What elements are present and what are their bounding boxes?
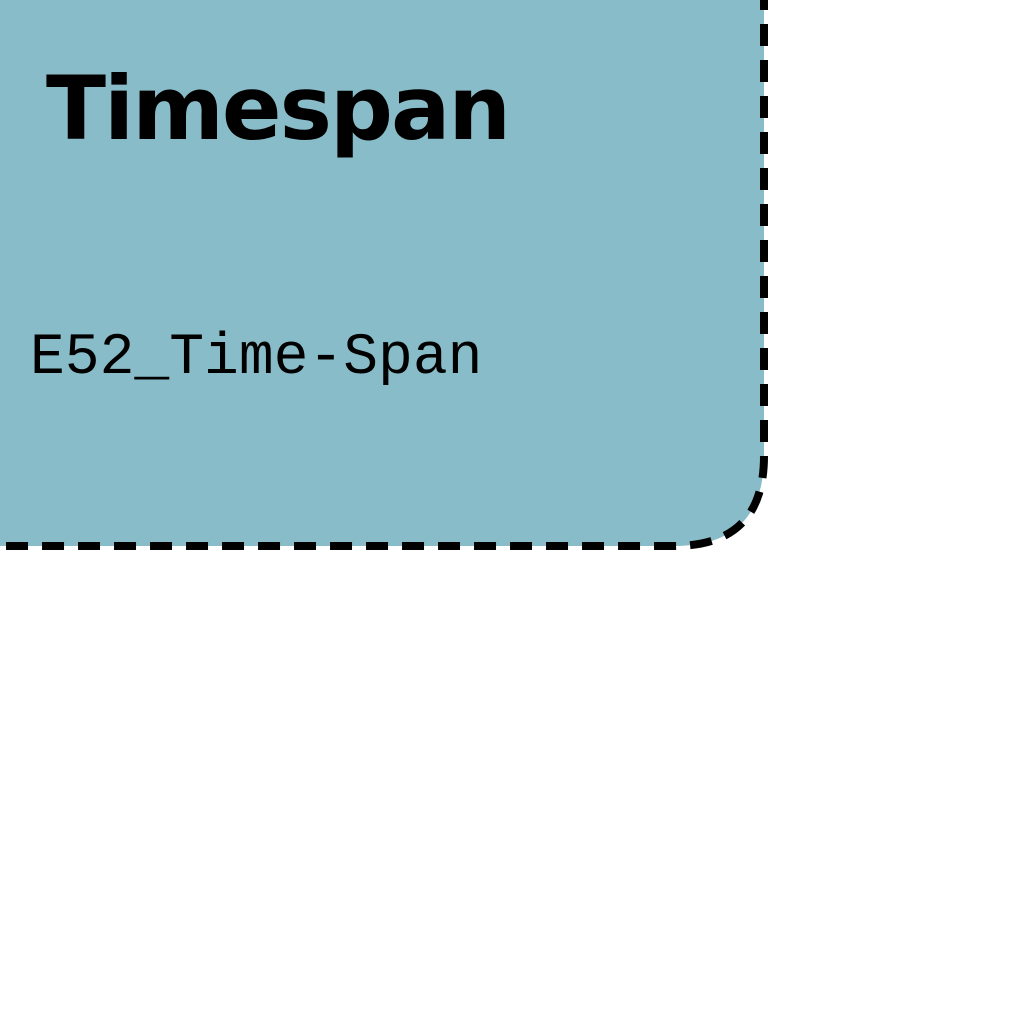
timespan-node-box (0, 0, 768, 550)
node-class-code: E52_Time-Span (30, 326, 483, 391)
node-title: Timespan (46, 57, 511, 160)
